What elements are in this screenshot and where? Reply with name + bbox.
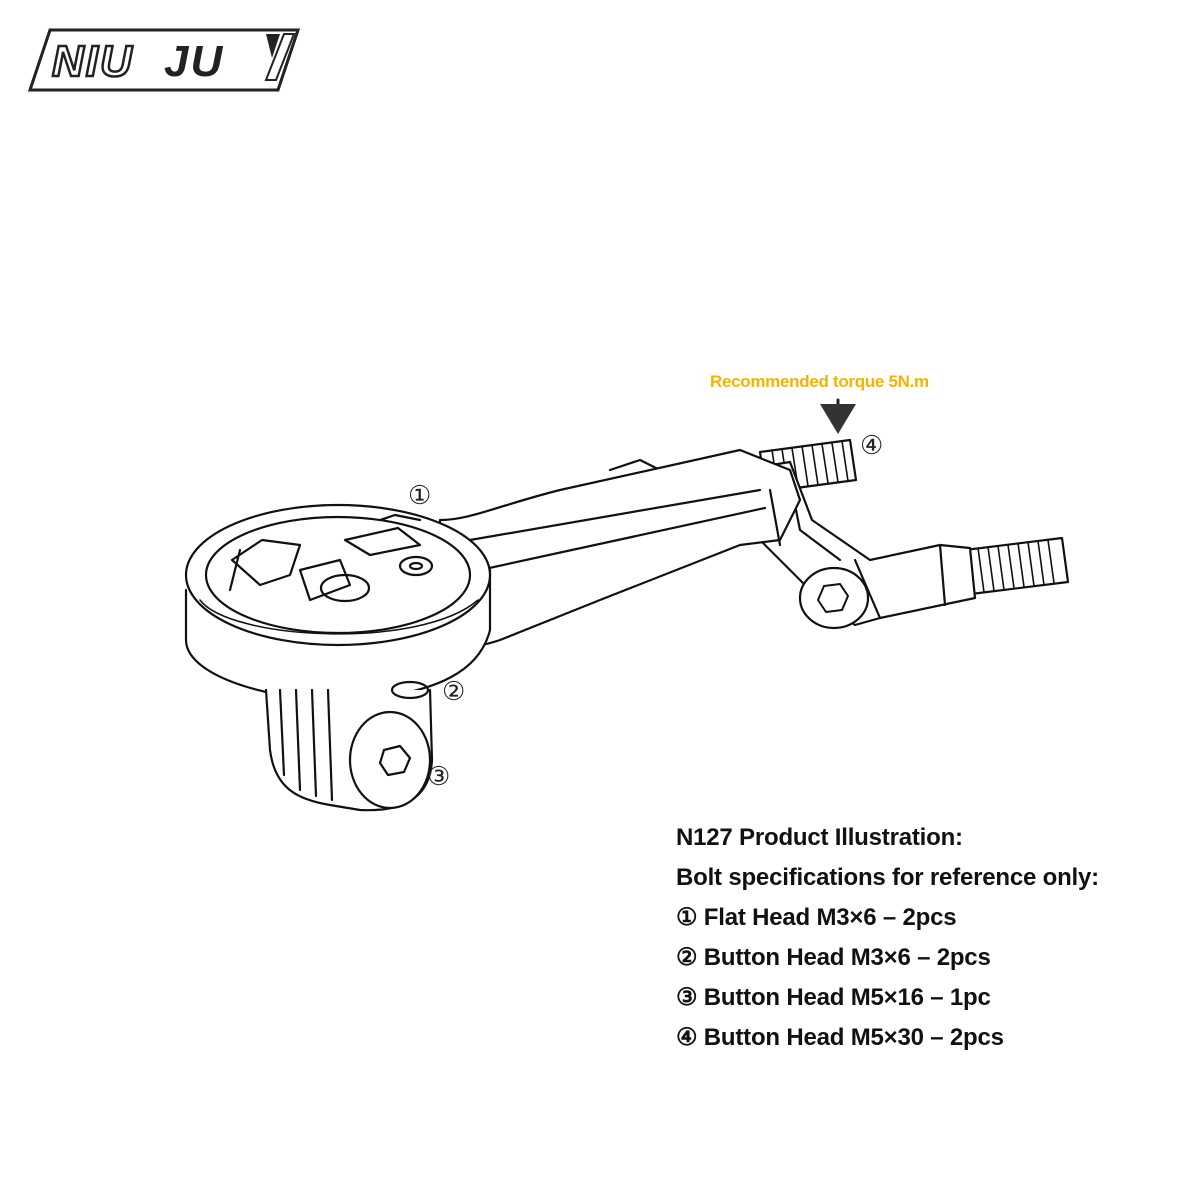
torque-arrow-icon: [820, 398, 856, 434]
rear-bolt-head: [798, 566, 870, 630]
spec-item-3: ③ Button Head M5×16 – 1pc: [676, 984, 991, 1011]
callout-2: ②: [442, 676, 466, 706]
logo-text-niu: NIU: [52, 37, 134, 86]
callout-3: ③: [427, 761, 451, 791]
callout-4: ④: [860, 430, 884, 460]
logo-frame: [28, 28, 300, 92]
mount-arm: [428, 448, 802, 649]
spec-item-1: ① Flat Head M3×6 – 2pcs: [676, 904, 957, 931]
logo-accent-stripe: [264, 33, 296, 81]
spec-title: N127 Product Illustration:: [676, 824, 963, 851]
logo-accent-icon: [266, 34, 280, 58]
niuju-logo: NIU JU: [28, 28, 300, 92]
head-unit: [184, 503, 492, 702]
torque-note: Recommended torque 5N.m: [710, 372, 929, 391]
spec-item-4: ④ Button Head M5×30 – 2pcs: [676, 1024, 1004, 1051]
spec-subtitle: Bolt specifications for reference only:: [676, 864, 1099, 891]
bolt-spec-block: N127 Product Illustration: Bolt specific…: [676, 818, 1099, 1058]
logo-text-ju: JU: [164, 37, 224, 86]
camera-adapter: [264, 680, 434, 812]
spec-item-2: ② Button Head M3×6 – 2pcs: [676, 944, 991, 971]
lower-bolt: [963, 536, 1070, 596]
callout-1: ①: [408, 480, 432, 510]
